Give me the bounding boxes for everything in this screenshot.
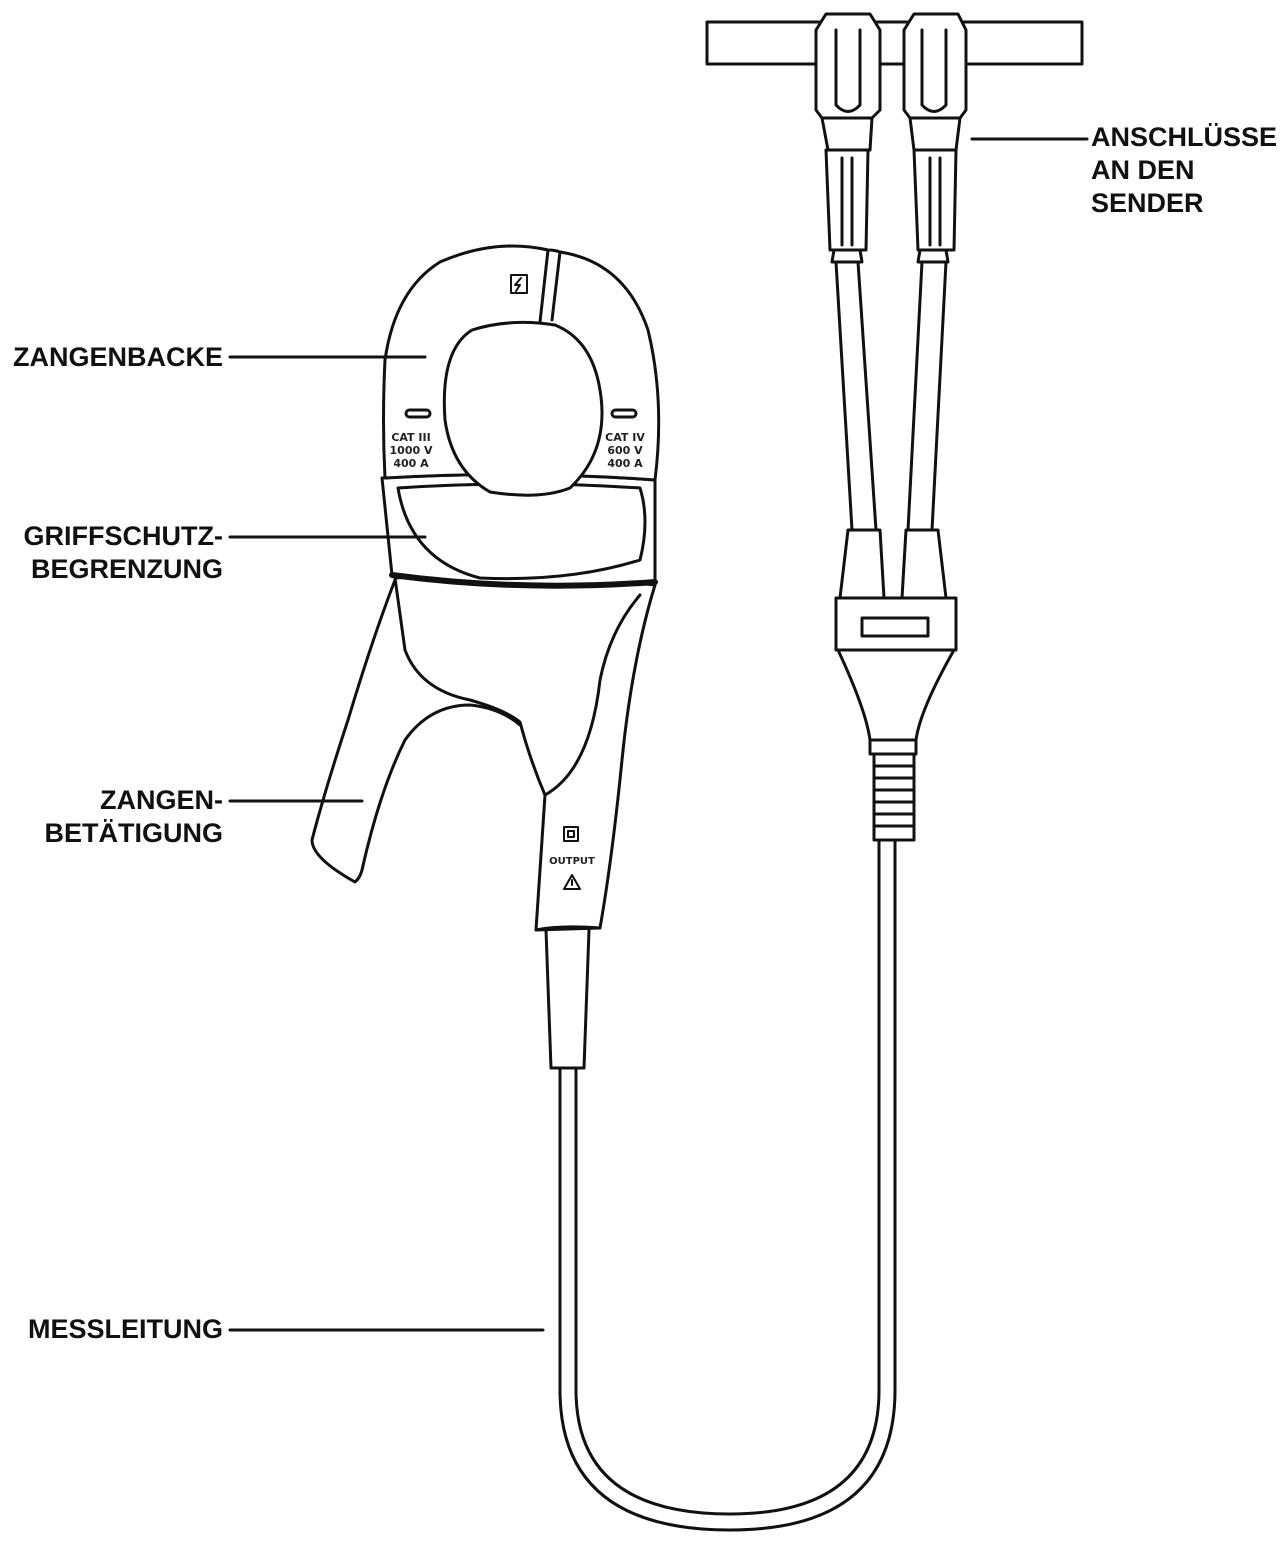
jaw-split [538,248,550,324]
sender-bar [705,20,1084,66]
warning-triangle-icon [563,874,581,890]
splitter-right-boot [900,528,948,600]
label-lead-line1: MESSLEITUNG [27,1314,223,1344]
label-connectors-line3: SENDER [1091,188,1204,218]
splitter-left-boot [838,528,886,600]
label-lead: MESSLEITUNG [28,1313,223,1346]
rating-right-line1: CAT IV [605,431,645,444]
splitter-body [834,596,958,652]
lightning-box-icon [510,274,528,294]
rating-right-line3: 400 A [607,457,643,470]
indicator-slot-right [610,408,638,419]
indicator-slot-left [404,408,432,419]
lead-cable-right [906,260,948,532]
connector-plug-right [902,12,968,264]
rating-left-line2: 1000 V [390,444,433,457]
rating-left-line1: CAT III [391,431,430,444]
label-connectors-line1: ANSCHLÜSSE [1091,122,1278,152]
rating-left-line3: 400 A [393,457,429,470]
splitter-label-window [860,616,930,638]
splitter-strain-relief [872,752,916,842]
lead-cable-left [834,260,878,532]
rating-right: CAT IV 600 V 400 A [605,431,645,470]
double-insulation-icon [563,826,579,842]
rating-right-line2: 600 V [607,444,643,457]
strain-relief [544,928,591,1070]
output-marking: OUTPUT [549,856,595,867]
label-trigger: ZANGEN- BETÄTIGUNG [45,784,224,850]
label-jaw-line1: ZANGENBACKE [12,342,223,372]
rating-left: CAT III 1000 V 400 A [390,431,433,470]
jaw-opening [442,320,604,497]
label-guard-line2: BEGRENZUNG [30,554,223,584]
label-guard: GRIFFSCHUTZ- BEGRENZUNG [24,520,223,586]
label-connectors-line2: AN DEN [1091,155,1195,185]
label-trigger-line2: BETÄTIGUNG [44,818,224,848]
measuring-lead-cable [558,838,897,1532]
label-connectors: ANSCHLÜSSE AN DEN SENDER [1091,121,1277,220]
connector-plug-left [814,12,882,264]
label-jaw: ZANGENBACKE [13,341,223,374]
label-guard-line1: GRIFFSCHUTZ- [23,521,223,551]
label-trigger-line1: ZANGEN- [100,785,223,815]
